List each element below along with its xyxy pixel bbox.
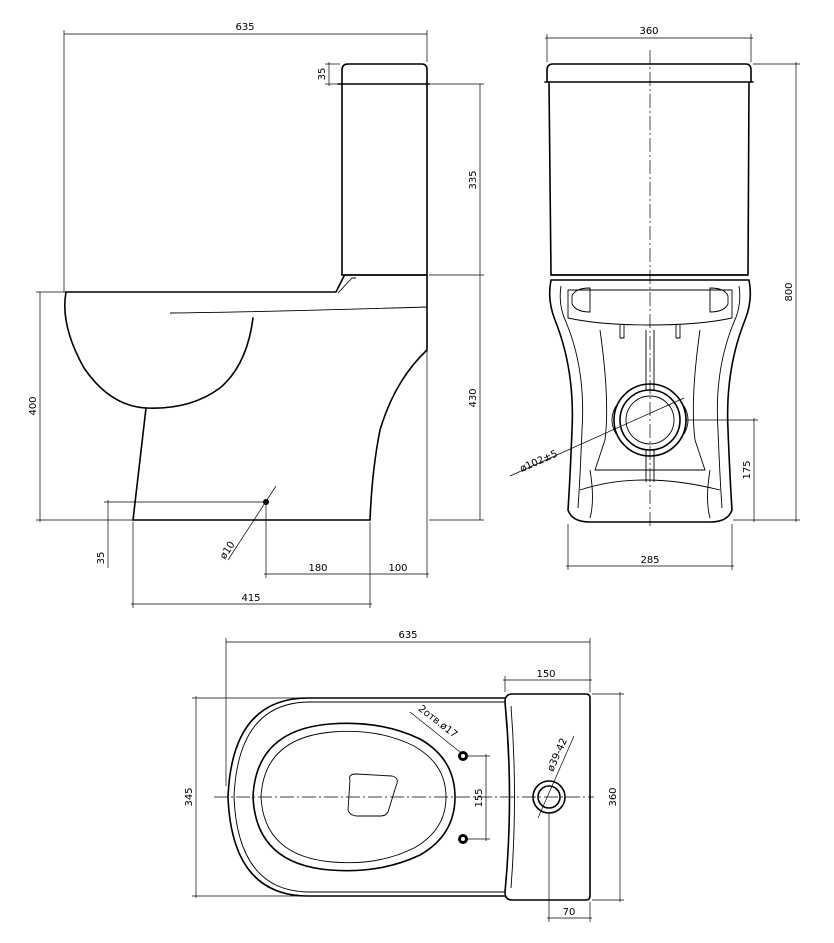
dim-top-inlet-hole: ø39-42 (546, 737, 570, 774)
dim-side-tank-height: 335 (468, 170, 479, 189)
dim-side-total-length: 635 (235, 22, 254, 33)
side-view-outline (64, 63, 430, 521)
dim-front-outlet-diameter: ø102±5 (518, 449, 559, 475)
dim-side-hole-offset: 180 (308, 563, 327, 574)
dim-top-total-length: 635 (398, 630, 417, 641)
dim-side-back-offset: 100 (388, 563, 407, 574)
dim-side-lid-height: 35 (317, 68, 328, 81)
dim-top-tank-width: 360 (608, 787, 619, 806)
top-view-dimensions: 635 150 345 360 155 2отв.ø17 (184, 630, 624, 922)
front-view-dimensions: 360 800 175 ø102±5 285 (509, 26, 800, 570)
dim-top-inlet-offset: 70 (563, 907, 576, 918)
dim-side-seat-height: 400 (28, 396, 39, 415)
dim-side-outlet-height: 35 (96, 552, 107, 565)
front-view: 360 800 175 ø102±5 285 (509, 26, 800, 570)
dim-front-tank-width: 360 (639, 26, 658, 37)
top-view: 635 150 345 360 155 2отв.ø17 (184, 630, 624, 922)
dim-front-total-height: 800 (784, 282, 795, 301)
dim-top-bowl-width: 345 (184, 787, 195, 806)
side-view-dimensions: 635 35 335 430 400 35 ø10 (28, 22, 484, 608)
dim-top-tank-depth: 150 (536, 669, 555, 680)
top-view-outline (214, 693, 594, 901)
front-view-outline (544, 50, 754, 528)
dim-side-bowl-height: 430 (468, 388, 479, 407)
dim-front-outlet-height: 175 (742, 460, 753, 479)
dim-top-hole-spacing: 155 (474, 788, 485, 807)
dim-front-base-width: 285 (640, 555, 659, 566)
dim-side-fixing-hole: ø10 (218, 540, 237, 562)
dim-side-base-length: 415 (241, 593, 260, 604)
side-view: 635 35 335 430 400 35 ø10 (28, 22, 484, 608)
